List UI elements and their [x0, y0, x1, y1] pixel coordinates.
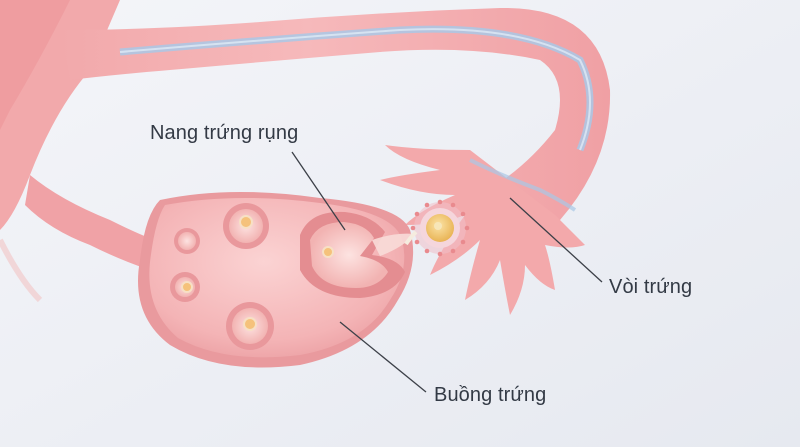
fallopian-tube: [60, 7, 611, 315]
leader-lines: [291, 151, 603, 393]
follicle: [223, 203, 269, 249]
leader-line-tube: [509, 197, 603, 283]
follicle: [170, 272, 200, 302]
fimbriae: [380, 145, 585, 315]
ovary: [138, 191, 415, 368]
follicle: [226, 302, 274, 350]
ovarian-ligament: [25, 175, 155, 270]
follicle: [174, 228, 200, 254]
label-ovary: Buồng trứng: [434, 384, 547, 406]
ovum: [404, 199, 470, 257]
leader-line-follicle: [291, 151, 346, 231]
label-ruptured-follicle: Nang trứng rụng: [150, 122, 299, 144]
ruptured-follicle: [300, 211, 415, 298]
leader-line-ovary: [339, 321, 427, 393]
label-fallopian-tube: Vòi trứng: [609, 276, 693, 298]
